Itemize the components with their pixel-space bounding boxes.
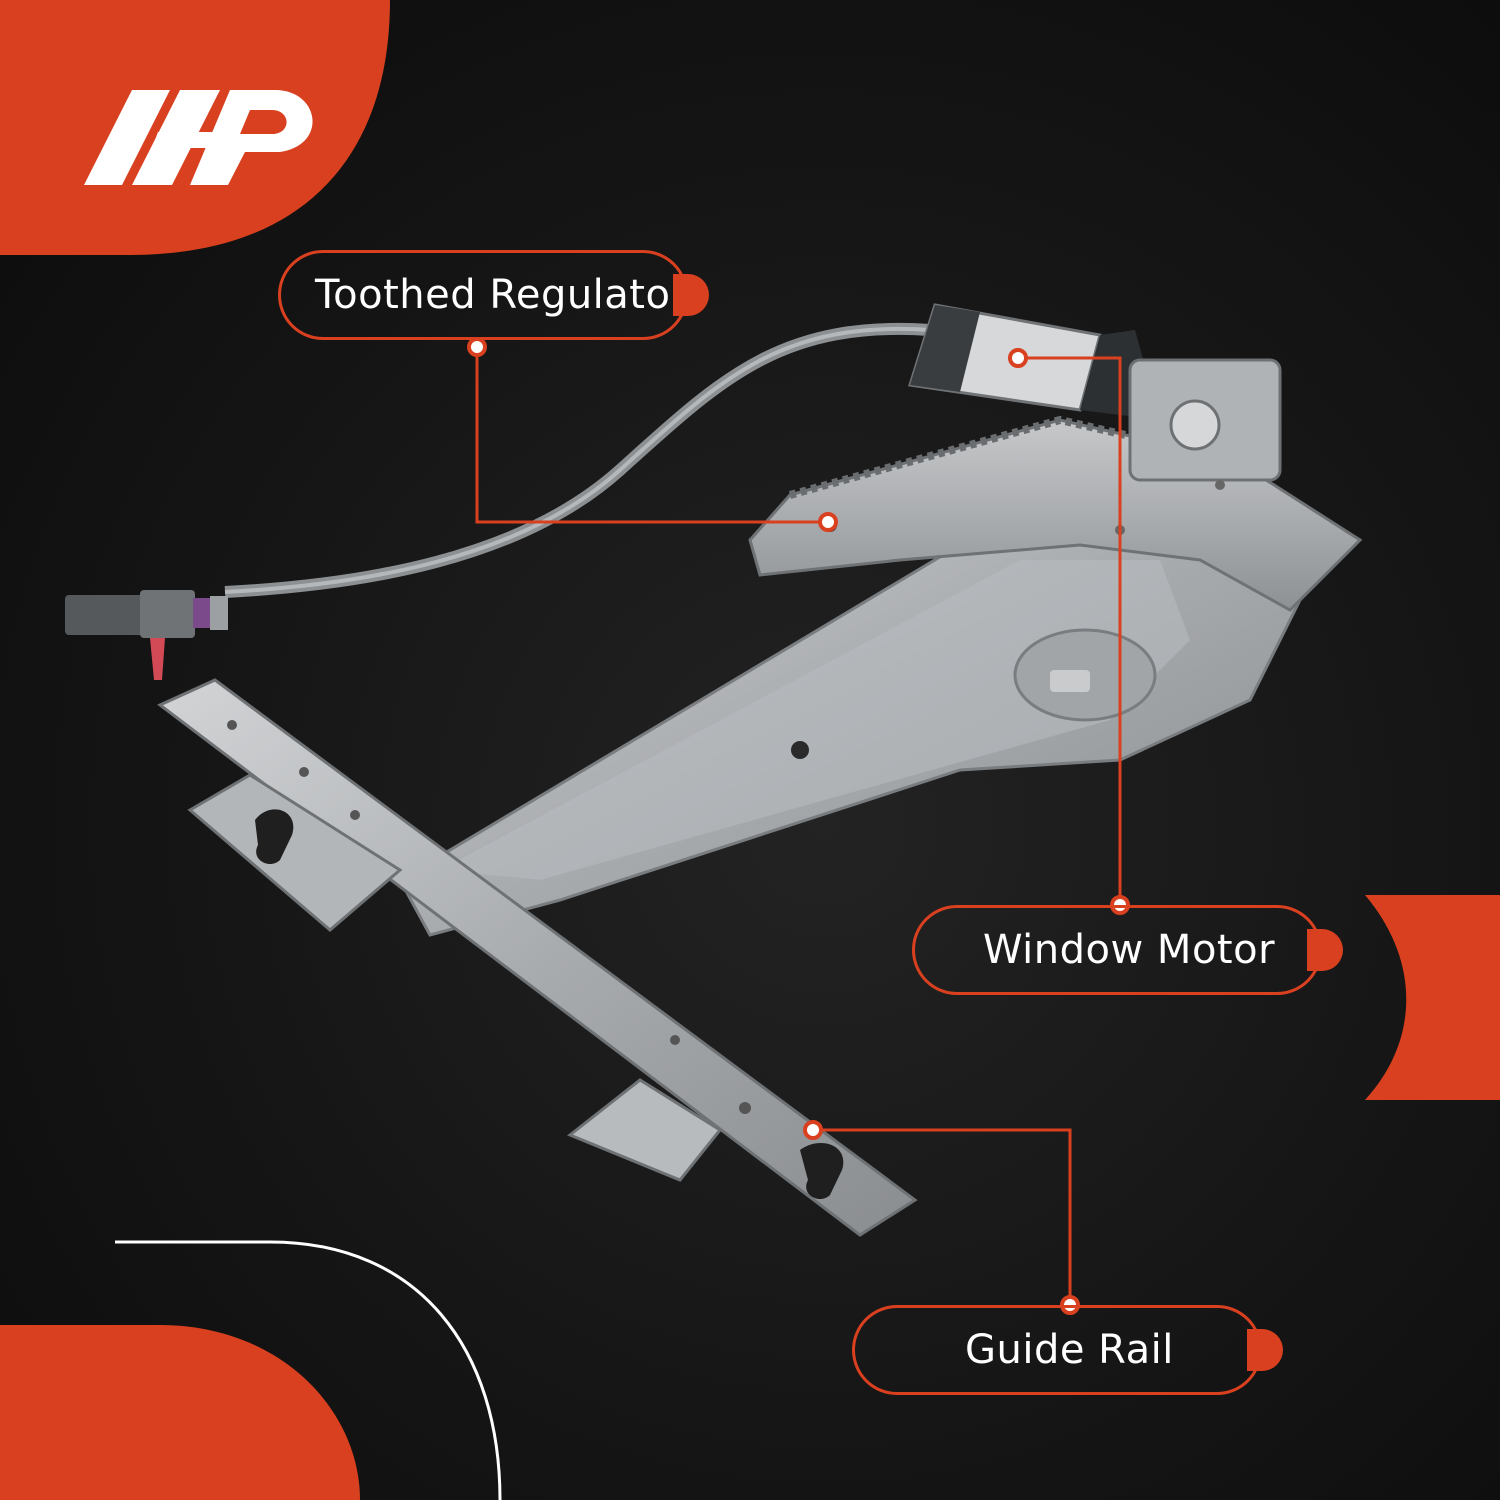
bottom-left-arc-line bbox=[115, 1240, 502, 1500]
toothed-regulator-label: Toothed Regulator bbox=[315, 272, 688, 318]
window-motor-tab bbox=[1307, 929, 1343, 971]
right-edge-shape bbox=[1365, 895, 1500, 1100]
window-motor-dot-top bbox=[1008, 348, 1028, 368]
wire-connector bbox=[65, 590, 228, 680]
toothed-regulator-dot-top bbox=[467, 337, 487, 357]
window-motor-callout: Window Motor bbox=[912, 905, 1343, 995]
toothed-regulator-dot-end bbox=[818, 512, 838, 532]
toothed-regulator-callout: Toothed Regulator bbox=[278, 250, 709, 340]
window-motor-leader bbox=[1018, 356, 1122, 905]
guide-rail bbox=[157, 678, 918, 1237]
window-motor-label: Window Motor bbox=[983, 927, 1276, 973]
toothed-regulator-tab bbox=[673, 274, 709, 316]
guide-rail-dot-top bbox=[803, 1120, 823, 1140]
guide-rail-label: Guide Rail bbox=[965, 1327, 1174, 1373]
toothed-regulator-leader bbox=[475, 347, 828, 524]
guide-rail-callout: Guide Rail bbox=[852, 1305, 1283, 1395]
guide-rail-leader bbox=[813, 1128, 1072, 1305]
bottom-left-corner-shape bbox=[0, 1325, 360, 1500]
ap-logo bbox=[84, 90, 313, 185]
guide-rail-tab bbox=[1247, 1329, 1283, 1371]
